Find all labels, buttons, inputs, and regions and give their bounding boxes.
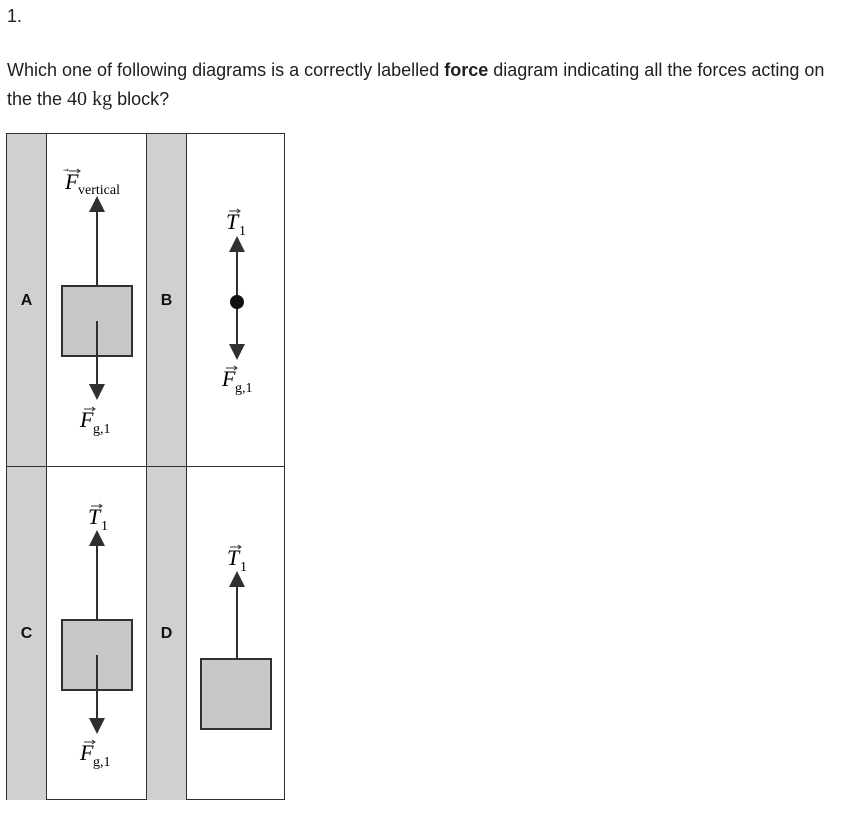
force-symbol: F [221,366,236,391]
option-a-label[interactable]: A [7,134,46,467]
force-subscript: g,1 [93,755,111,770]
question-text-part: block? [112,89,170,109]
force-symbol: F [79,407,94,432]
diagram-a[interactable]: F vertical ⃗ F g,1 [47,134,146,466]
force-symbol: F [79,740,94,765]
option-b-label[interactable]: B [147,134,186,467]
option-d-label[interactable]: D [147,467,186,800]
force-symbol: T [227,545,241,570]
option-b-letter: B [160,291,173,309]
mass-value: 40 [67,88,88,110]
grid-divider [7,466,284,467]
option-c-letter: C [20,624,33,642]
option-c-label[interactable]: C [7,467,46,800]
force-subscript: 1 [240,560,247,575]
force-symbol: F [64,169,79,194]
force-symbol: T [226,209,240,234]
mass-unit: kg [92,88,113,110]
diagram-d[interactable]: T 1 [187,467,284,799]
force-subscript: 1 [239,224,246,239]
question-bold-word: force [444,60,489,80]
diagram-c[interactable]: T 1 F g,1 [47,467,146,799]
question-text-part: diagram indicating all the forces acting… [7,60,825,109]
force-subscript: 1 [101,519,108,534]
point-mass [230,295,244,309]
option-d-letter: D [160,624,173,642]
question-number: 1. [7,6,23,26]
force-subscript: g,1 [235,381,253,396]
question-text-part: Which one of following diagrams is a cor… [7,60,445,80]
force-subscript: vertical [78,183,120,198]
options-grid: A B C D F vertical ⃗ F g,1 [6,133,285,800]
block [200,658,272,730]
force-subscript: g,1 [93,422,111,437]
force-symbol: T [88,504,102,529]
option-a-letter: A [20,291,33,309]
question-text: Which one of following diagrams is a cor… [7,56,847,114]
diagram-b[interactable]: T 1 F g,1 [187,134,284,466]
